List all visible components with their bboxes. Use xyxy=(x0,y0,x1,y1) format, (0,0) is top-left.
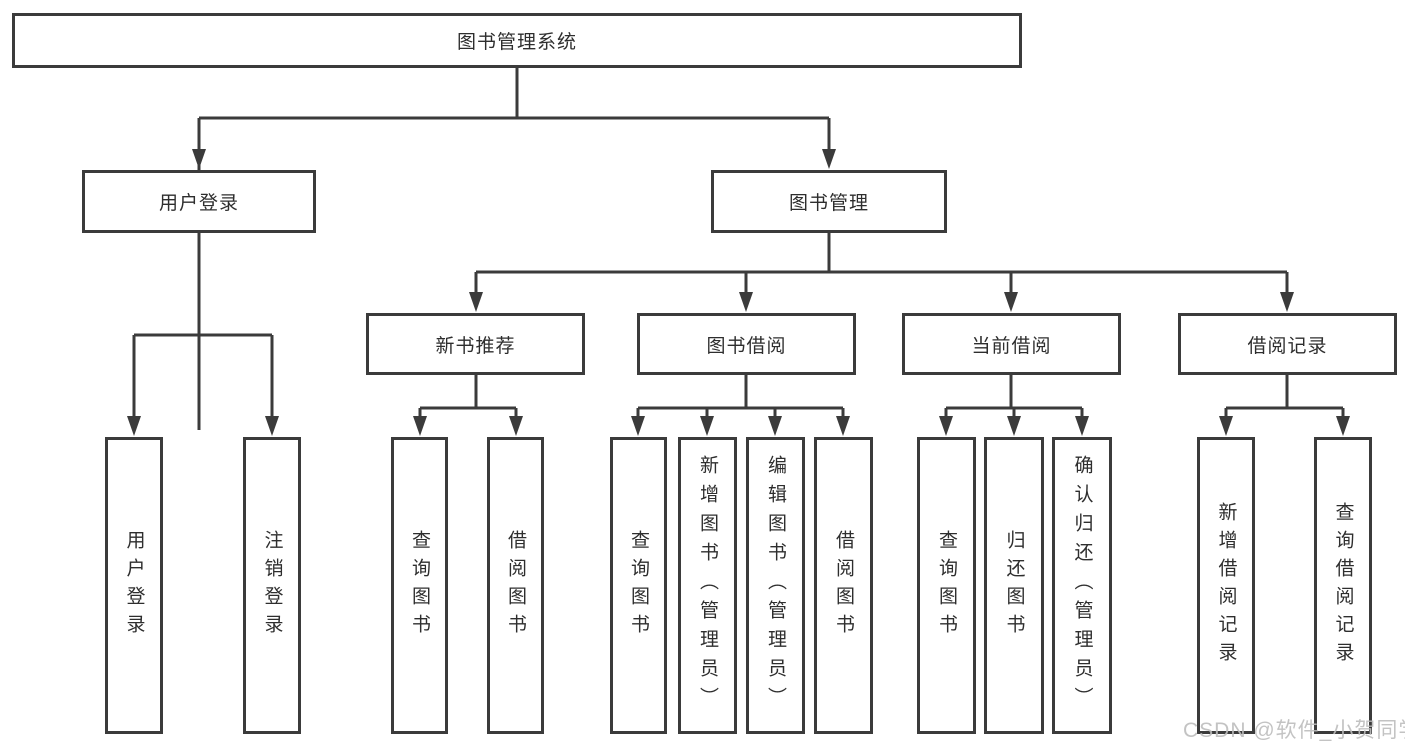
node-edit-books-admin-label: 编辑图书（管理员） xyxy=(765,455,786,716)
connector-bookmgmt-children xyxy=(474,233,1289,307)
arrowheads xyxy=(127,149,1350,436)
node-logout: 注销登录 xyxy=(243,437,301,734)
node-query-books-current: 查询图书 xyxy=(917,437,976,734)
node-root-label: 图书管理系统 xyxy=(456,32,577,53)
node-confirm-return-admin-label: 确认归还（管理员） xyxy=(1071,455,1093,716)
node-return-books: 归还图书 xyxy=(984,437,1044,734)
node-book-borrowing-label: 图书借阅 xyxy=(706,335,787,357)
node-borrow-books-rec-label: 借阅图书 xyxy=(505,529,526,642)
node-user-login-leaf: 用户登录 xyxy=(105,437,163,734)
node-borrow-books-leaf: 借阅图书 xyxy=(814,437,873,734)
connector-userlogin-children xyxy=(132,233,274,430)
node-edit-books-admin: 编辑图书（管理员） xyxy=(746,437,805,734)
node-borrow-books-rec: 借阅图书 xyxy=(487,437,544,734)
node-query-borrow-record-label: 查询借阅记录 xyxy=(1332,501,1354,670)
node-return-books-label: 归还图书 xyxy=(1003,529,1025,642)
node-query-books-borrow: 查询图书 xyxy=(610,437,667,734)
node-book-management-label: 图书管理 xyxy=(788,193,869,214)
node-borrowing-records-label: 借阅记录 xyxy=(1247,335,1328,357)
node-query-books-rec-label: 查询图书 xyxy=(409,529,430,642)
connector-borrowrecords-children xyxy=(1224,375,1345,430)
node-current-borrowing-label: 当前借阅 xyxy=(971,335,1052,357)
node-query-books-current-label: 查询图书 xyxy=(936,529,957,642)
connector-newbookrec-children xyxy=(418,375,518,430)
connector-bookborrow-children xyxy=(636,375,845,430)
node-add-books-admin: 新增图书（管理员） xyxy=(678,437,737,734)
node-query-books-borrow-label: 查询图书 xyxy=(628,529,649,642)
node-logout-label: 注销登录 xyxy=(261,529,283,642)
node-book-management: 图书管理 xyxy=(711,170,947,233)
node-user-login-leaf-label: 用户登录 xyxy=(123,529,145,642)
node-root: 图书管理系统 xyxy=(12,13,1022,68)
node-add-books-admin-label: 新增图书（管理员） xyxy=(697,455,718,716)
node-book-borrowing: 图书借阅 xyxy=(637,313,856,375)
node-borrowing-records: 借阅记录 xyxy=(1178,313,1397,375)
node-add-borrow-record-label: 新增借阅记录 xyxy=(1215,501,1237,670)
node-query-borrow-record: 查询借阅记录 xyxy=(1314,437,1372,734)
node-query-books-rec: 查询图书 xyxy=(391,437,448,734)
node-add-borrow-record: 新增借阅记录 xyxy=(1197,437,1255,734)
node-new-book-recommendation: 新书推荐 xyxy=(366,313,585,375)
node-new-book-recommendation-label: 新书推荐 xyxy=(435,335,516,357)
node-user-login-label: 用户登录 xyxy=(158,193,239,214)
node-user-login: 用户登录 xyxy=(82,170,316,233)
csdn-watermark: CSDN @软件_小贺同学 xyxy=(1183,719,1405,742)
node-current-borrowing: 当前借阅 xyxy=(902,313,1121,375)
node-borrow-books-leaf-label: 借阅图书 xyxy=(833,529,854,642)
node-confirm-return-admin: 确认归还（管理员） xyxy=(1052,437,1112,734)
connector-root-to-level2 xyxy=(197,68,831,430)
